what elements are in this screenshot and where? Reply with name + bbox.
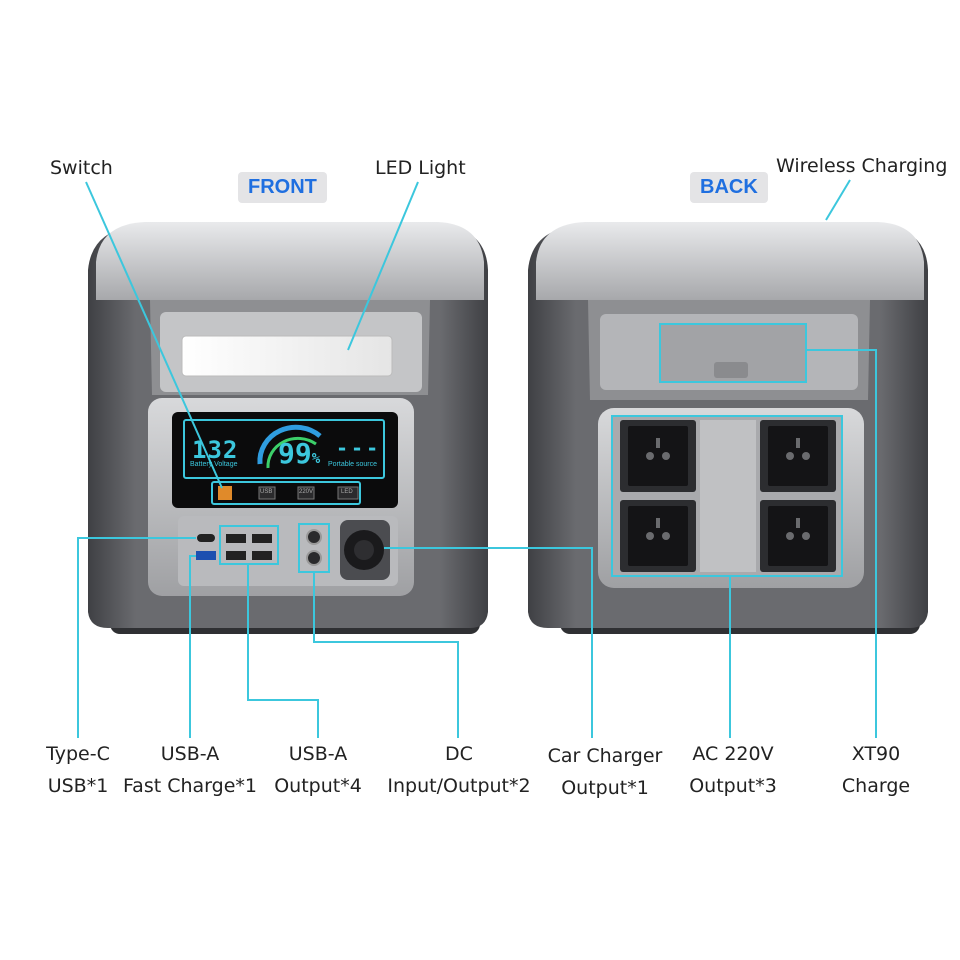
wireless-charging-label: Wireless Charging [776,155,948,177]
type-c-line1: Type-C [46,743,110,765]
usb-a-fast-line1: USB-A [160,743,220,765]
led-button-label: LED [341,489,353,495]
usb-a-output-line1: USB-A [288,743,348,765]
front-unit [88,222,488,634]
car-charger-line1: Car Charger [547,745,663,767]
portable-source-label: Portable source [328,461,378,468]
ac-220v-line2: Output*3 [689,775,777,797]
ac-220v-line1: AC 220V [692,743,774,765]
front-tag: FRONT [238,172,327,203]
xt90-line2: Charge [841,775,911,797]
ac-220v-label: AC 220V Output*3 [680,738,786,802]
callout-lines [77,179,877,738]
type-c-label: Type-C USB*1 [28,738,128,802]
dc-label: DC Input/Output*2 [384,738,534,802]
usb-a-output-line2: Output*4 [274,775,362,797]
xt90-line1: XT90 [851,743,901,765]
switch-label: Switch [50,157,113,179]
battery-voltage-label: Battery Voltage [190,461,238,468]
type-c-line2: USB*1 [47,775,109,797]
usb-button-label: USB [260,489,273,495]
220v-button-label: 220V [299,489,314,495]
dc-line1: DC [445,743,473,765]
usb-a-fast-label: USB-A Fast Charge*1 [120,738,260,802]
percent-unit: % [311,451,321,467]
car-charger-label: Car Charger Output*1 [540,740,670,804]
usb-a-output-label: USB-A Output*4 [268,738,368,802]
car-charger-line2: Output*1 [561,777,649,799]
back-unit [528,222,928,634]
battery-percent-value: 99% [278,437,320,470]
xt90-label: XT90 Charge [830,738,922,802]
usb-a-fast-line2: Fast Charge*1 [123,775,257,797]
dc-line2: Input/Output*2 [387,775,531,797]
percent-number: 99 [278,437,312,470]
back-tag: BACK [690,172,768,203]
led-light-label: LED Light [375,157,466,179]
source-dashes: --- [336,436,382,460]
battery-voltage-value: 132 [192,436,239,464]
